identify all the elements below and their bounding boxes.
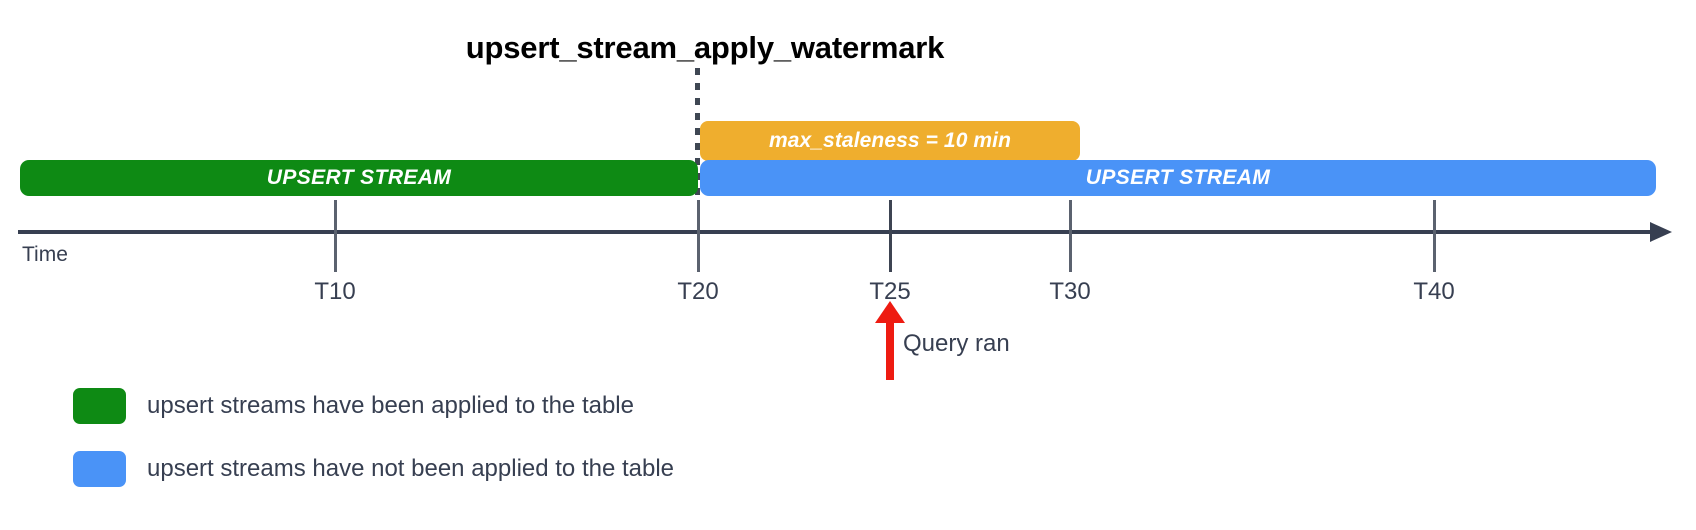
query-ran-arrow-shaft (886, 320, 894, 380)
time-axis-line (18, 230, 1660, 234)
tick-label-t30: T30 (1049, 278, 1091, 305)
upsert-stream-bar-not-applied: UPSERT STREAM (700, 160, 1656, 196)
tick-label-t10: T10 (314, 278, 356, 305)
legend-label-not-applied: upsert streams have not been applied to … (147, 455, 675, 482)
tick-label-t20: T20 (677, 278, 719, 305)
tick-label-t40: T40 (1413, 278, 1455, 305)
legend-item: upsert streams have been applied to the … (73, 388, 674, 424)
query-ran-label: Query ran (903, 330, 1010, 357)
tick-mark-t20 (697, 200, 700, 272)
legend-swatch-applied (73, 388, 126, 424)
upsert-stream-bar-applied-label: UPSERT STREAM (266, 166, 452, 189)
legend: upsert streams have been applied to the … (73, 388, 674, 514)
tick-mark-t30 (1069, 200, 1072, 272)
watermark-dotted-line (695, 68, 700, 196)
max-staleness-label: max_staleness = 10 min (768, 129, 1012, 152)
upsert-stream-bar-not-applied-label: UPSERT STREAM (1085, 166, 1271, 189)
diagram-title: upsert_stream_apply_watermark (465, 30, 945, 65)
legend-item: upsert streams have not been applied to … (73, 451, 674, 487)
tick-label-t25: T25 (869, 278, 911, 305)
legend-swatch-not-applied (73, 451, 126, 487)
max-staleness-badge: max_staleness = 10 min (700, 121, 1080, 161)
time-axis-arrow-icon (1650, 222, 1672, 242)
tick-mark-t25 (889, 200, 892, 272)
time-axis-caption: Time (22, 243, 68, 266)
query-ran-arrow-icon (875, 301, 905, 323)
upsert-stream-bar-applied: UPSERT STREAM (20, 160, 698, 196)
tick-mark-t40 (1433, 200, 1436, 272)
legend-label-applied: upsert streams have been applied to the … (147, 392, 634, 419)
tick-mark-t10 (334, 200, 337, 272)
